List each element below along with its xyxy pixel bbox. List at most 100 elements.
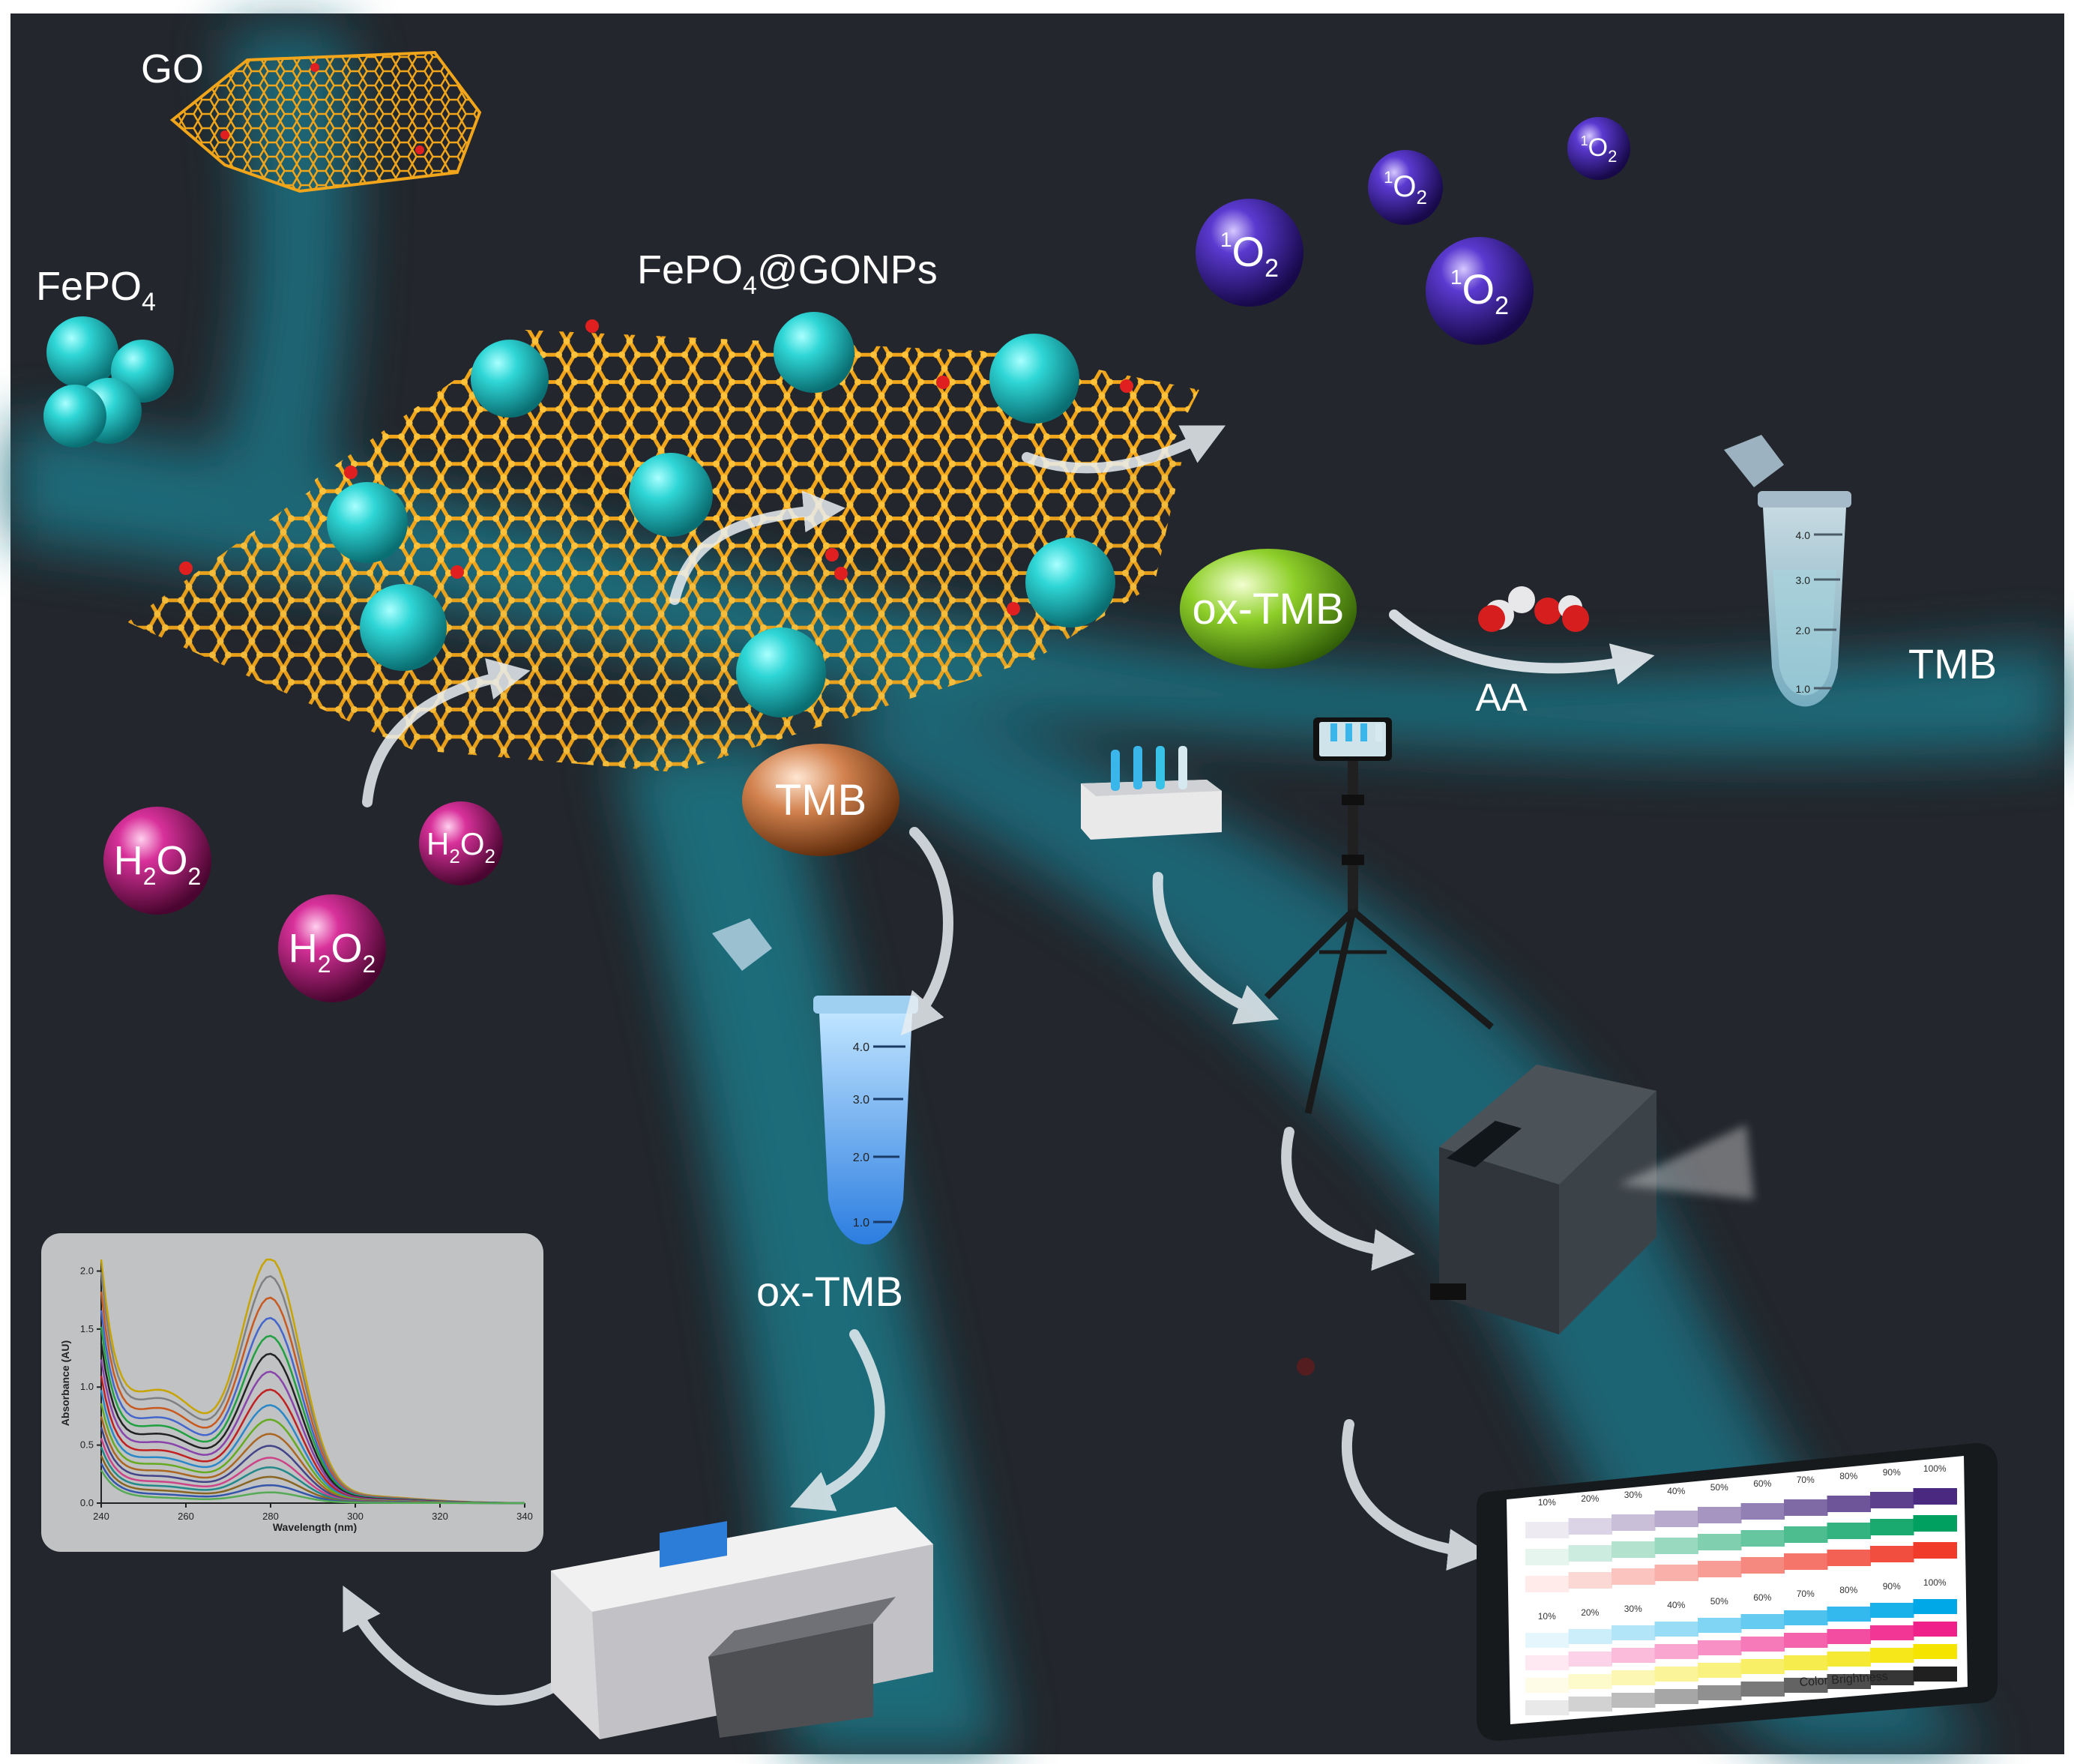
svg-text:H2O2: H2O2 [114, 838, 202, 890]
color-card-swatch [1654, 1538, 1698, 1554]
label-aa: AA [1475, 676, 1528, 720]
color-card-swatch [1870, 1492, 1914, 1508]
color-card-swatch [1913, 1515, 1957, 1532]
color-card-swatch [1870, 1648, 1914, 1663]
spectrophotometer-icon [551, 1507, 933, 1739]
svg-text:4.0: 4.0 [1796, 529, 1811, 541]
color-card-swatch [1568, 1545, 1612, 1562]
singlet-oxygen-bubble: 1O2 [1368, 150, 1443, 225]
oxygen-groups-icon [179, 319, 1133, 615]
color-card-swatch [1612, 1670, 1656, 1685]
svg-text:1O2: 1O2 [1220, 228, 1279, 283]
color-card-swatch [1612, 1568, 1656, 1585]
svg-text:4.0: 4.0 [853, 1041, 869, 1054]
svg-text:3.0: 3.0 [1796, 574, 1811, 586]
color-card-swatch [1568, 1652, 1612, 1667]
color-card-swatch [1784, 1526, 1828, 1543]
chart-xtick-label: 320 [432, 1511, 448, 1522]
svg-text:1.0: 1.0 [1796, 683, 1811, 695]
color-card-swatch [1913, 1667, 1957, 1682]
color-card-percent: 50% [1710, 1482, 1728, 1493]
color-card-swatch [1654, 1667, 1698, 1682]
color-card-swatch [1784, 1633, 1828, 1648]
color-card-swatch [1568, 1629, 1612, 1644]
color-card-swatch [1525, 1655, 1570, 1670]
color-card-swatch [1698, 1507, 1742, 1523]
color-card-percent: 60% [1753, 1478, 1771, 1489]
color-card-swatch [1568, 1518, 1612, 1535]
color-card-swatch [1913, 1542, 1957, 1559]
h2o2-bubble: H2O2 [103, 807, 211, 915]
color-card-percent: 80% [1839, 1585, 1857, 1595]
chart-xtick-label: 340 [516, 1511, 533, 1522]
color-card-percent: 80% [1839, 1471, 1857, 1481]
color-card-swatch [1612, 1625, 1656, 1640]
go-sheet-icon [169, 50, 482, 193]
color-card-percent: 10% [1538, 1611, 1556, 1622]
color-card-percent: 50% [1710, 1596, 1728, 1607]
color-card-swatch [1740, 1637, 1785, 1652]
chart-xtick-label: 300 [347, 1511, 364, 1522]
color-card-swatch [1654, 1689, 1698, 1704]
color-card-swatch [1654, 1622, 1698, 1637]
label-tmb-right: TMB [1908, 640, 1997, 687]
color-card-swatch [1525, 1633, 1570, 1648]
singlet-oxygen-bubble: 1O2 [1567, 117, 1630, 180]
color-card-percent: 40% [1667, 1486, 1685, 1496]
svg-text:FePO4@GONPs: FePO4@GONPs [637, 247, 938, 300]
color-card-swatch [1525, 1549, 1570, 1565]
svg-text:ox-TMB: ox-TMB [1193, 585, 1345, 633]
chart-xtick-label: 240 [93, 1511, 109, 1522]
smartphone-color-card: 10%20%30%40%50%60%70%80%90%100%10%20%30%… [1477, 1443, 1998, 1741]
chart-xlabel: Wavelength (nm) [273, 1521, 357, 1533]
singlet-oxygen-bubbles: 1O2 1O2 1O2 1O2 [1196, 117, 1630, 345]
color-card-swatch [1827, 1550, 1871, 1566]
color-card-percent: 100% [1923, 1463, 1947, 1474]
color-card-swatch [1654, 1565, 1698, 1581]
color-card-swatch [1870, 1603, 1914, 1618]
color-card-swatch [1740, 1682, 1785, 1697]
color-card-swatch [1827, 1629, 1871, 1644]
fepo4-nanoparticles-icon [327, 312, 1115, 717]
color-card-swatch [1913, 1622, 1957, 1637]
arrows-workflow [343, 827, 1490, 1706]
color-card-swatch [1568, 1674, 1612, 1689]
h2o2-bubble: H2O2 [278, 894, 386, 1002]
color-card-swatch [1698, 1663, 1742, 1678]
oxtmb-bubble: ox-TMB [1180, 549, 1357, 669]
color-card-swatch [1740, 1530, 1785, 1547]
label-composite: FePO4@GONPs [637, 247, 938, 300]
color-card-swatch [1784, 1553, 1828, 1570]
svg-text:H2O2: H2O2 [289, 926, 376, 978]
tmb-tube-icon: 4.0 3.0 2.0 1.0 [1724, 435, 1851, 707]
color-card-swatch [1740, 1557, 1785, 1574]
singlet-oxygen-bubble: 1O2 [1426, 237, 1534, 345]
color-card-swatch [1870, 1670, 1914, 1685]
chart-ytick-label: 1.0 [80, 1381, 94, 1392]
color-card-swatch [1913, 1599, 1957, 1614]
color-card-swatch [1740, 1614, 1785, 1629]
test-tube-rack-icon [1081, 746, 1222, 840]
svg-text:FePO4: FePO4 [36, 264, 156, 316]
color-card-swatch [1698, 1561, 1742, 1577]
svg-text:H2O2: H2O2 [426, 826, 495, 867]
color-card-percent: 20% [1581, 1607, 1599, 1618]
color-card-swatch [1568, 1697, 1612, 1712]
color-card-swatch [1525, 1522, 1570, 1538]
color-card-swatch [1612, 1693, 1656, 1708]
color-card-swatch [1612, 1514, 1656, 1531]
label-oxtmb-tube: ox-TMB [756, 1268, 903, 1315]
color-card-swatch [1525, 1678, 1570, 1693]
color-card: 10%20%30%40%50%60%70%80%90%100%10%20%30%… [1525, 1463, 1957, 1715]
color-card-swatch [1827, 1607, 1871, 1622]
color-card-swatch [1525, 1576, 1570, 1592]
chart-ytick-label: 0.0 [80, 1497, 94, 1508]
chart-ylabel: Absorbance (AU) [59, 1340, 71, 1426]
svg-text:3.0: 3.0 [853, 1094, 869, 1107]
label-fepo4: FePO4 [36, 264, 156, 316]
color-card-swatch [1784, 1655, 1828, 1670]
color-card-percent: 70% [1797, 1589, 1815, 1599]
svg-text:TMB: TMB [775, 776, 866, 825]
color-card-swatch [1870, 1519, 1914, 1535]
